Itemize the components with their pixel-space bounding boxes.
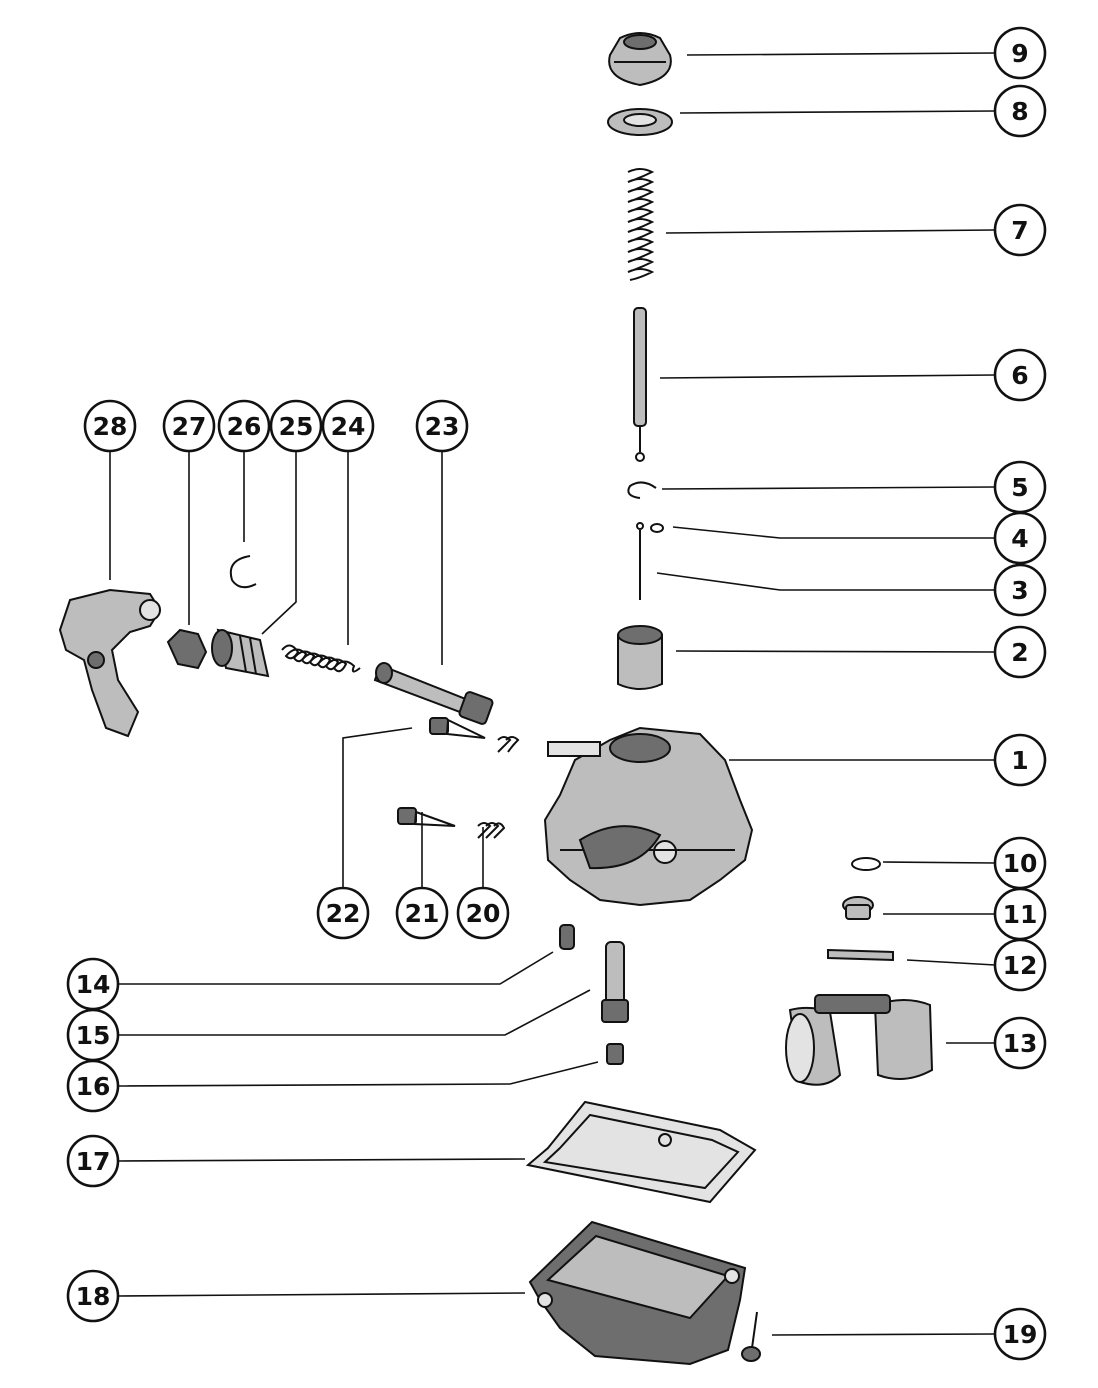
part-19-screw — [741, 1311, 761, 1362]
callout-13: 13 — [993, 1016, 1047, 1070]
part-28-lever — [58, 588, 162, 738]
callout-2: 2 — [993, 625, 1047, 679]
callout-1: 1 — [993, 733, 1047, 787]
svg-text:22: 22 — [326, 899, 361, 928]
part-22-screw — [429, 717, 520, 753]
callout-17: 17 — [66, 1134, 120, 1188]
part-24-spring — [281, 644, 361, 673]
part-14-jet — [559, 924, 575, 950]
callout-16: 16 — [66, 1059, 120, 1113]
callout-11: 11 — [993, 887, 1047, 941]
callout-7: 7 — [993, 203, 1047, 257]
part-10-o-ring — [851, 857, 881, 871]
part-26-clip — [229, 555, 257, 589]
part-18-float-bowl — [528, 1220, 747, 1366]
svg-text:19: 19 — [1003, 1320, 1038, 1349]
svg-text:9: 9 — [1011, 39, 1028, 68]
svg-text:13: 13 — [1003, 1029, 1038, 1058]
part-12-pin — [827, 948, 894, 962]
svg-text:21: 21 — [405, 899, 440, 928]
svg-text:10: 10 — [1003, 849, 1038, 878]
callout-12: 12 — [993, 938, 1047, 992]
callout-25: 25 — [269, 399, 323, 453]
callout-9: 9 — [993, 26, 1047, 80]
part-3-needle — [636, 522, 644, 600]
part-21-screw — [397, 807, 456, 827]
svg-text:14: 14 — [76, 970, 111, 999]
part-23-plunger — [373, 662, 494, 725]
part-27-nut — [166, 628, 208, 670]
part-16-jet — [606, 1043, 624, 1065]
part-25-fitting — [211, 628, 270, 678]
svg-text:12: 12 — [1003, 951, 1038, 980]
callout-24: 24 — [321, 399, 375, 453]
svg-text:23: 23 — [425, 412, 460, 441]
svg-text:26: 26 — [227, 412, 262, 441]
callout-5: 5 — [993, 460, 1047, 514]
part-7-spring — [627, 168, 655, 281]
svg-text:3: 3 — [1011, 576, 1028, 605]
part-17-gasket — [525, 1100, 757, 1204]
callout-18: 18 — [66, 1269, 120, 1323]
callout-22: 22 — [316, 886, 370, 940]
svg-text:15: 15 — [76, 1021, 111, 1050]
svg-text:27: 27 — [172, 412, 207, 441]
part-15-nozzle — [601, 941, 629, 1023]
svg-text:1: 1 — [1011, 746, 1028, 775]
callout-3: 3 — [993, 563, 1047, 617]
svg-text:2: 2 — [1011, 638, 1028, 667]
callout-23: 23 — [415, 399, 469, 453]
callout-10: 10 — [993, 836, 1047, 890]
svg-text:25: 25 — [279, 412, 314, 441]
svg-text:17: 17 — [76, 1147, 111, 1176]
svg-text:16: 16 — [76, 1072, 111, 1101]
callout-14: 14 — [66, 957, 120, 1011]
part-8-washer — [607, 108, 673, 136]
svg-text:11: 11 — [1003, 900, 1038, 929]
callout-8: 8 — [993, 84, 1047, 138]
part-1-carburetor-body — [543, 726, 754, 907]
part-4-ring — [650, 523, 664, 533]
svg-text:20: 20 — [466, 899, 501, 928]
part-9-cap — [608, 32, 672, 87]
part-2-sleeve — [617, 625, 663, 690]
part-20-spring — [477, 822, 506, 839]
leader-lines — [109, 52, 996, 1336]
callout-15: 15 — [66, 1008, 120, 1062]
callout-19: 19 — [993, 1307, 1047, 1361]
svg-text:24: 24 — [331, 412, 366, 441]
part-6-pin — [633, 307, 647, 462]
svg-text:4: 4 — [1011, 524, 1028, 553]
callout-27: 27 — [162, 399, 216, 453]
svg-text:8: 8 — [1011, 97, 1028, 126]
part-13-float — [785, 994, 934, 1086]
svg-text:7: 7 — [1011, 216, 1028, 245]
callout-20: 20 — [456, 886, 510, 940]
callout-28: 28 — [83, 399, 137, 453]
svg-text:18: 18 — [76, 1282, 111, 1311]
callout-6: 6 — [993, 348, 1047, 402]
callout-21: 21 — [395, 886, 449, 940]
callout-4: 4 — [993, 511, 1047, 565]
part-5-clip — [627, 481, 657, 499]
callout-26: 26 — [217, 399, 271, 453]
svg-text:28: 28 — [93, 412, 128, 441]
svg-text:6: 6 — [1011, 361, 1028, 390]
svg-text:5: 5 — [1011, 473, 1028, 502]
part-11-plug — [842, 896, 874, 920]
